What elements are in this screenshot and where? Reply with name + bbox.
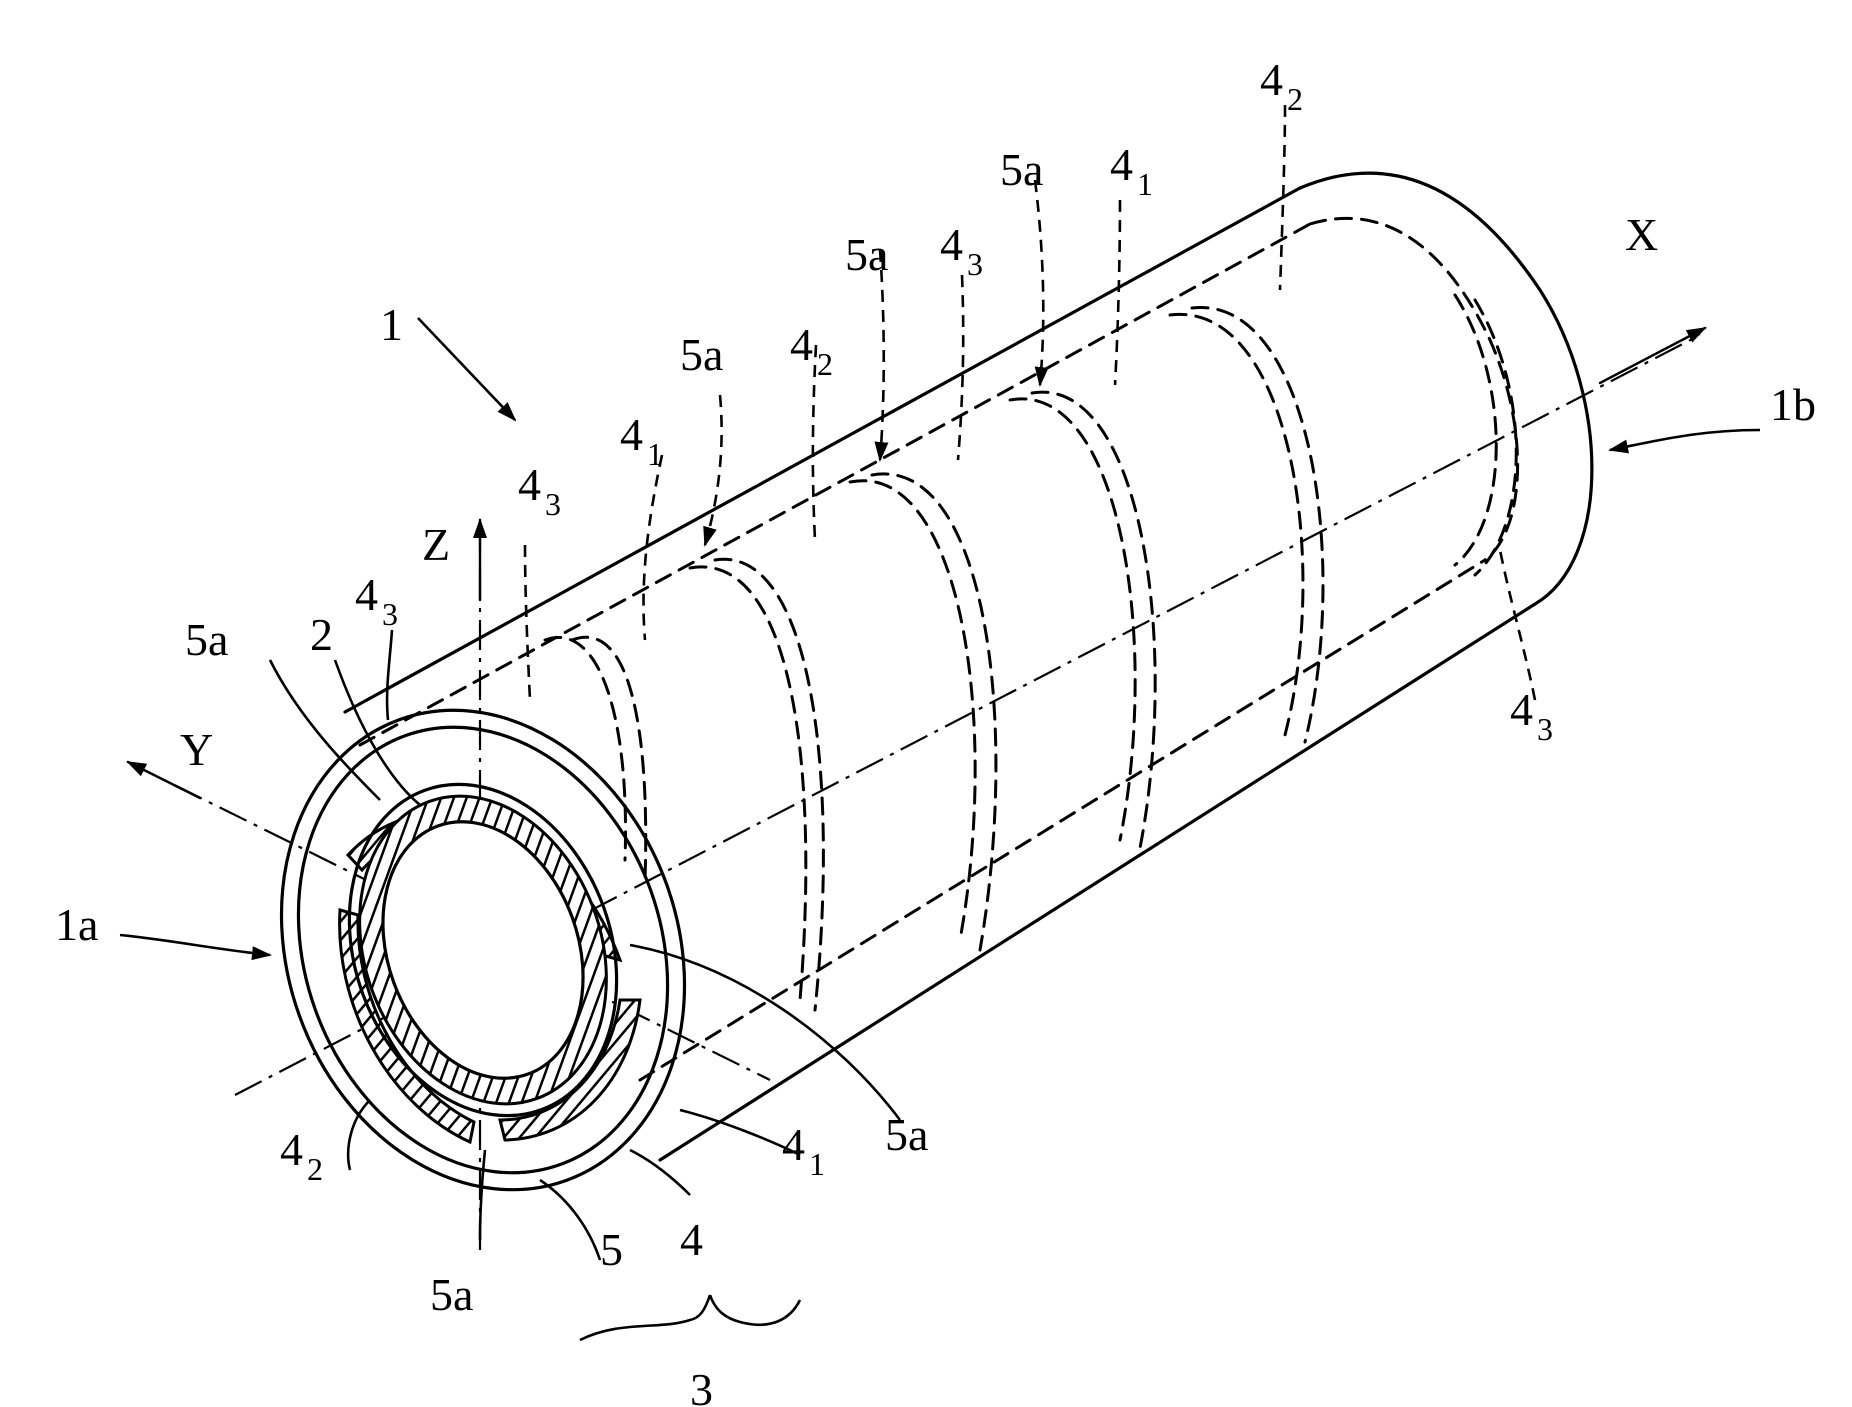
svg-text:4: 4 xyxy=(355,569,378,620)
label-axis-y: Y xyxy=(180,724,213,775)
svg-text:4: 4 xyxy=(940,219,963,270)
label-end-a: 1a xyxy=(55,899,98,950)
helical-segments xyxy=(545,295,1516,1010)
svg-text:4: 4 xyxy=(620,409,643,460)
svg-text:4: 4 xyxy=(790,319,813,370)
label-seg-3-c: 4 3 xyxy=(1510,684,1553,747)
label-gap-bottom: 5a xyxy=(430,1269,473,1320)
svg-text:4: 4 xyxy=(782,1119,805,1170)
label-device: 1 xyxy=(380,299,403,350)
svg-text:3: 3 xyxy=(382,596,398,632)
svg-text:4: 4 xyxy=(280,1124,303,1175)
svg-text:4: 4 xyxy=(1260,54,1283,105)
svg-text:3: 3 xyxy=(545,486,561,522)
svg-text:2: 2 xyxy=(817,346,833,382)
label-seg-1-end: 4 1 xyxy=(782,1119,825,1182)
svg-text:3: 3 xyxy=(967,246,983,282)
label-seg-1-a: 4 1 xyxy=(620,409,663,472)
label-seg-3-a: 4 3 xyxy=(518,459,561,522)
label-seg-2-end: 4 2 xyxy=(280,1124,323,1187)
label-wall: 3 xyxy=(690,1364,713,1407)
label-seg-1-b: 4 1 xyxy=(1110,139,1153,202)
svg-text:4: 4 xyxy=(1510,684,1533,735)
label-gap-upper-left: 5a xyxy=(185,614,228,665)
label-seg-2-b: 4 2 xyxy=(1260,54,1303,117)
axis-x-arrow xyxy=(1600,328,1705,383)
svg-text:1: 1 xyxy=(647,436,663,472)
label-axis-z: Z xyxy=(422,519,450,570)
label-jacket: 5 xyxy=(600,1224,623,1275)
label-layer: 4 xyxy=(680,1214,703,1265)
label-gap-2: 5a xyxy=(845,229,888,280)
label-seg-3-end: 4 3 xyxy=(355,569,398,632)
svg-text:1: 1 xyxy=(1137,166,1153,202)
svg-text:4: 4 xyxy=(518,459,541,510)
label-end-b: 1b xyxy=(1770,379,1816,430)
label-gap-right: 5a xyxy=(885,1109,928,1160)
svg-text:4: 4 xyxy=(1110,139,1133,190)
label-axis-x: X xyxy=(1625,209,1658,260)
svg-text:3: 3 xyxy=(1537,711,1553,747)
label-inner-tube: 2 xyxy=(310,609,333,660)
label-gap-3: 5a xyxy=(1000,144,1043,195)
label-seg-3-b: 4 3 xyxy=(940,219,983,282)
label-seg-2-a: 4 2 xyxy=(790,319,833,382)
svg-text:1: 1 xyxy=(809,1146,825,1182)
label-gap-1: 5a xyxy=(680,329,723,380)
svg-text:2: 2 xyxy=(307,1151,323,1187)
svg-text:2: 2 xyxy=(1287,81,1303,117)
